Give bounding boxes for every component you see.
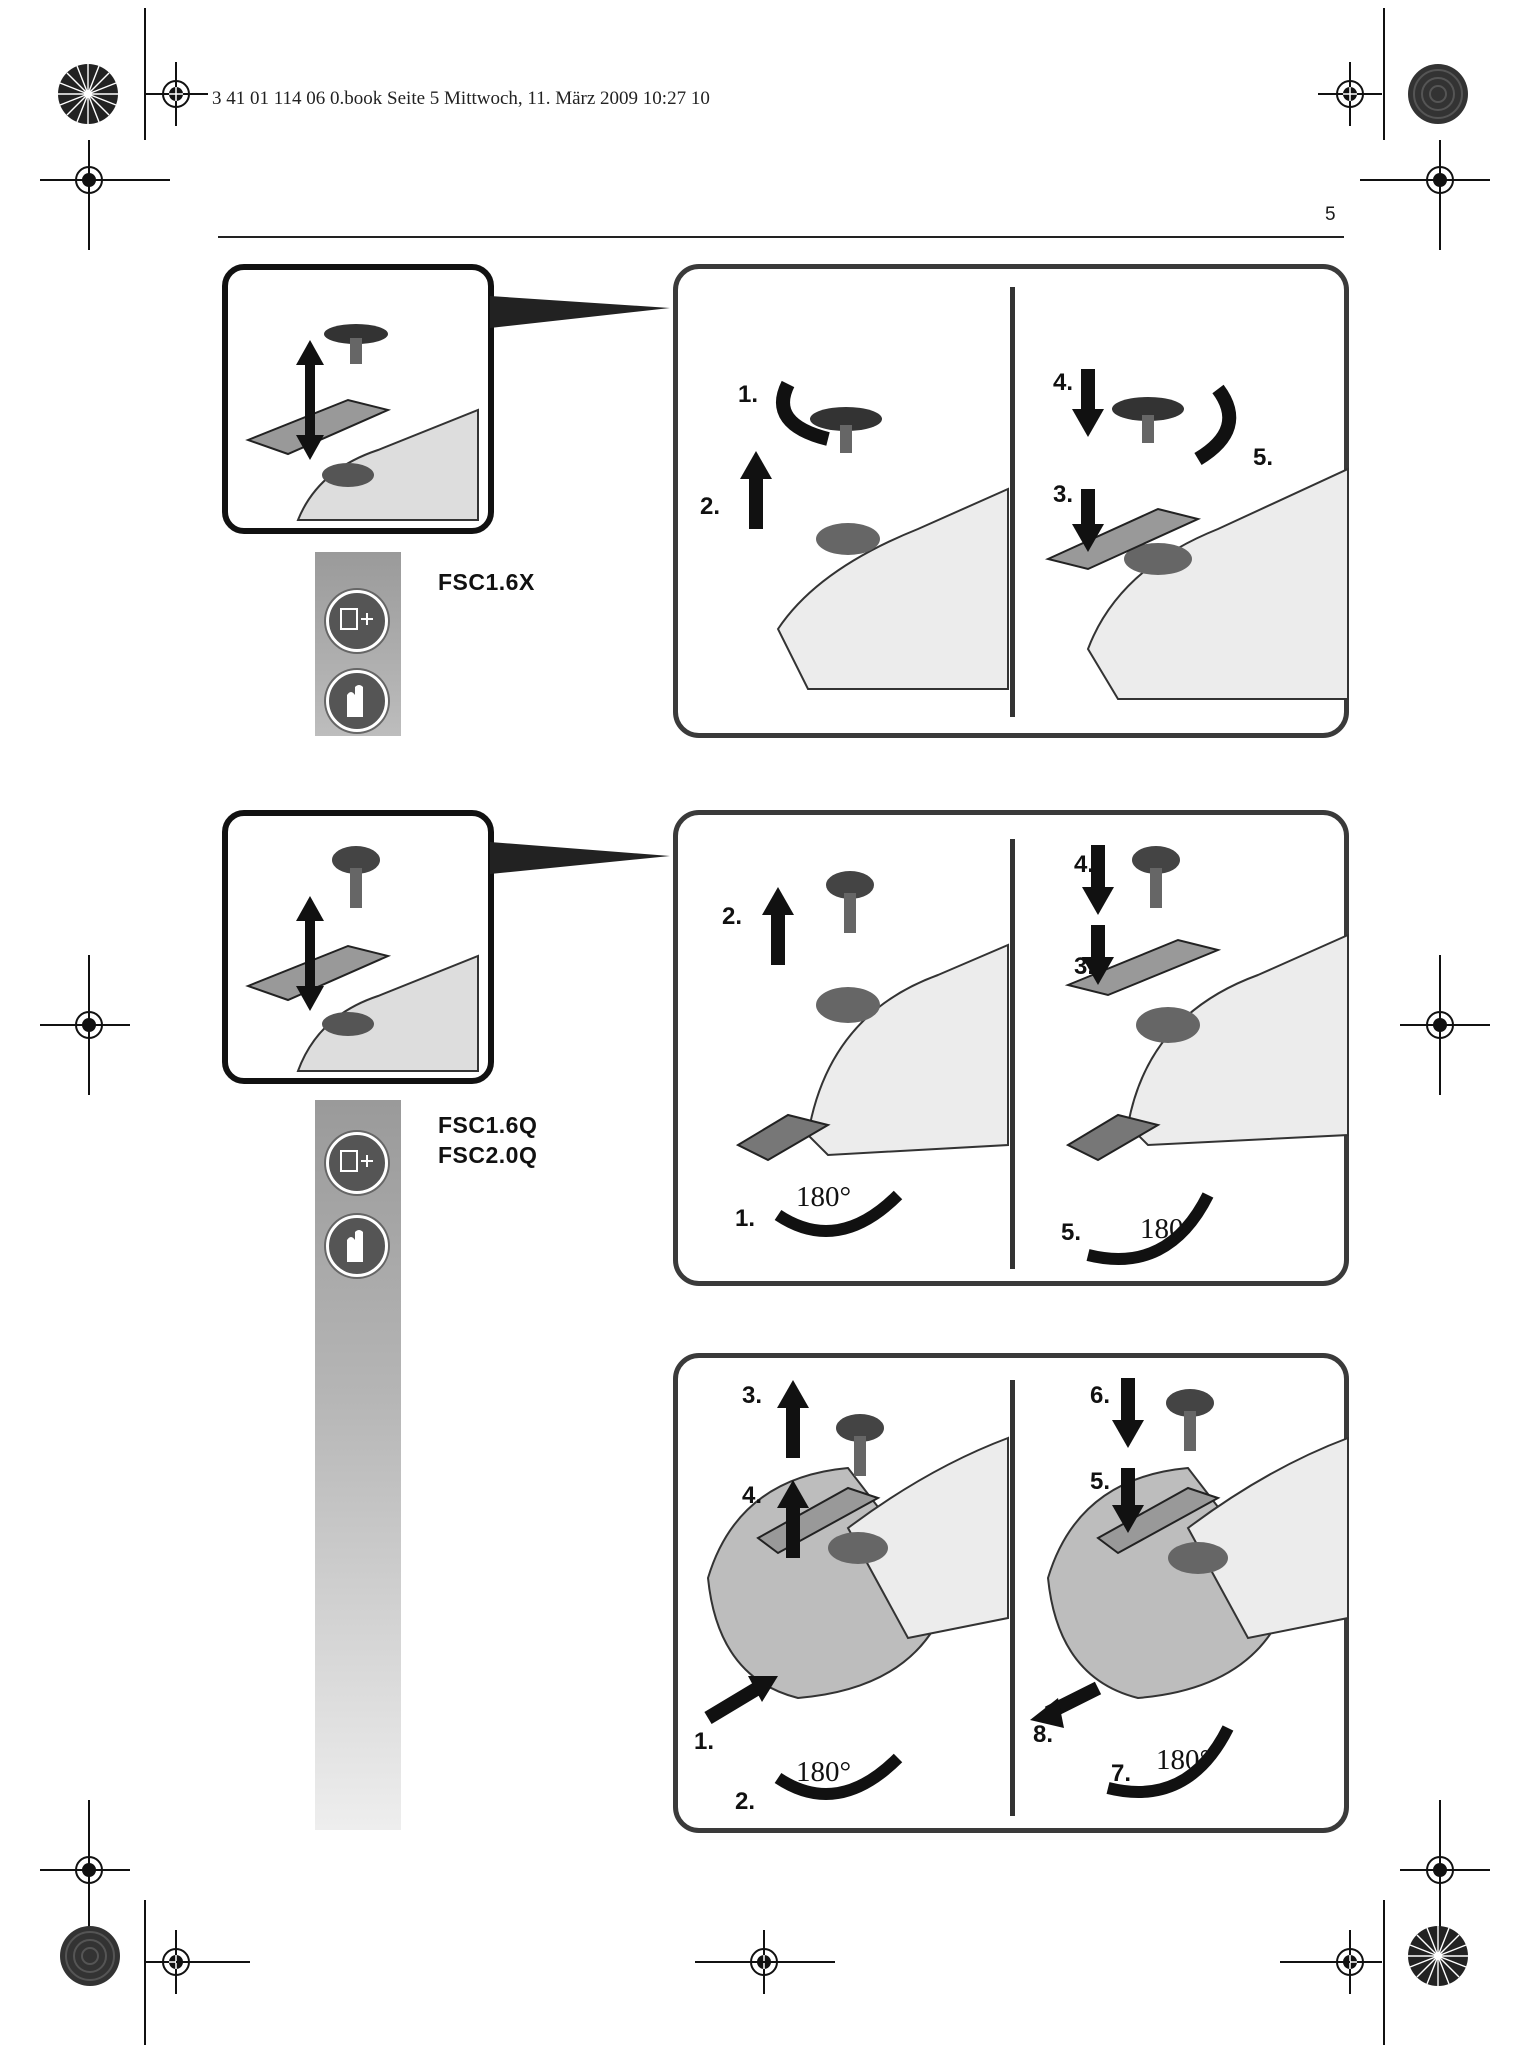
step-label: 3. — [742, 1382, 763, 1409]
remove-screw-illustration — [740, 380, 1009, 690]
release-lever-illustration — [735, 871, 1009, 1237]
guard-installation-illustration — [1030, 1378, 1349, 1798]
blade-tool-illustration — [245, 324, 479, 521]
step-label: 4. — [1053, 369, 1074, 396]
accessory-overview-inset-2 — [222, 810, 494, 1084]
callout-pointer — [490, 296, 670, 328]
instruction-panel-2: 2. 1. 180° 4. 3. 5. 180° — [673, 810, 1349, 1286]
header-rule — [218, 236, 1344, 238]
step-label: 3. — [1053, 481, 1074, 508]
blade-tool-illustration — [245, 846, 479, 1072]
step-label: 2. — [722, 903, 743, 930]
gloves-icon — [326, 1215, 388, 1277]
guard-removal-illustration — [704, 1380, 1009, 1800]
rotation-label: 180° — [796, 1181, 852, 1213]
step-label: 7. — [1111, 1760, 1132, 1787]
step-label: 4. — [1074, 851, 1095, 878]
step-label: 5. — [1061, 1219, 1082, 1246]
step-label: 5. — [1253, 444, 1274, 471]
accessory-overview-inset-1 — [222, 264, 494, 534]
model-label-fsc1-6q-fsc2-0q: FSC1.6Q FSC2.0Q — [438, 1112, 538, 1168]
step-label: 3. — [1074, 953, 1095, 980]
step-label: 1. — [738, 381, 759, 408]
insert-blade-illustration — [1044, 369, 1349, 700]
panel-divider — [1010, 839, 1015, 1269]
unplug-icon — [326, 590, 388, 652]
safety-strip — [315, 1100, 401, 1830]
model-label-fsc1-6x: FSC1.6X — [438, 569, 535, 595]
panel-divider — [1010, 287, 1015, 717]
close-lever-illustration — [1064, 845, 1349, 1265]
page-number: 5 — [1325, 204, 1336, 225]
step-label: 4. — [742, 1482, 763, 1509]
step-label: 1. — [735, 1205, 756, 1232]
step-label: 2. — [735, 1788, 756, 1815]
gloves-icon — [326, 670, 388, 732]
instruction-panel-1: 1. 2. 4. 5. 3. — [673, 264, 1349, 738]
step-label: 1. — [694, 1728, 715, 1755]
instruction-panel-3: 3. 4. 1. 2. 180° 6. 5. 8. 7. 180° — [673, 1353, 1349, 1833]
panel-divider — [1010, 1380, 1015, 1816]
rotation-label: 180° — [1140, 1213, 1196, 1245]
step-label: 8. — [1033, 1721, 1054, 1748]
step-label: 6. — [1090, 1382, 1111, 1409]
step-label: 2. — [700, 493, 721, 520]
callout-pointer — [490, 842, 670, 874]
unplug-icon — [326, 1132, 388, 1194]
book-info-header: 3 41 01 114 06 0.book Seite 5 Mittwoch, … — [212, 88, 710, 109]
rotation-label: 180° — [1156, 1744, 1212, 1776]
step-label: 5. — [1090, 1468, 1111, 1495]
rotation-label: 180° — [796, 1756, 852, 1788]
